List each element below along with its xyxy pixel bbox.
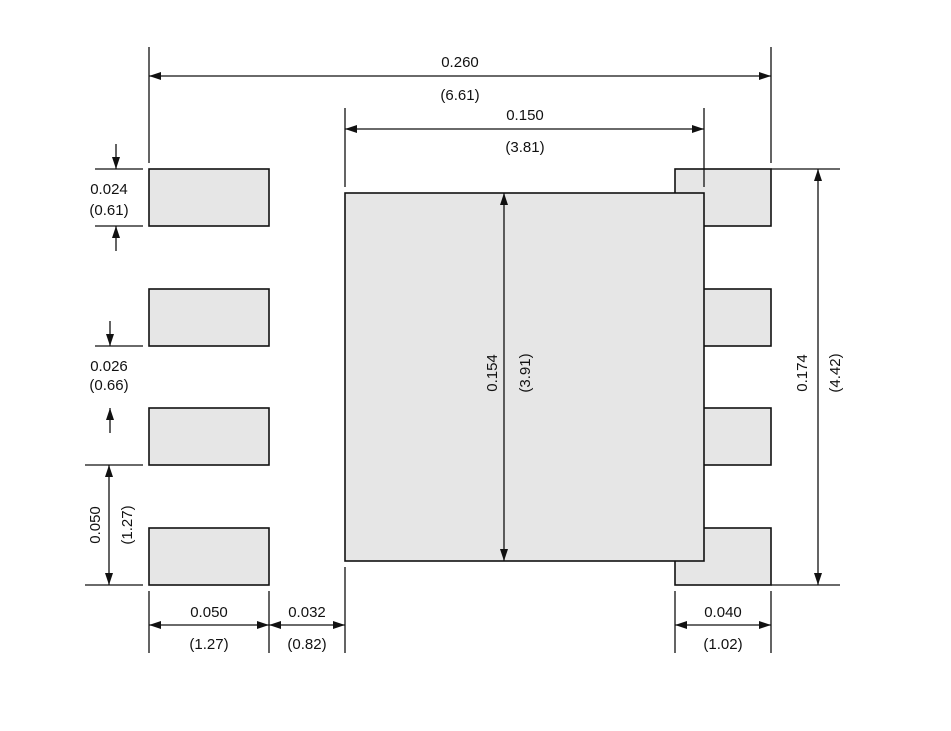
dim-thermal-pad-height-mm: (3.91) xyxy=(517,353,534,392)
dim-overall-height-mm: (4.42) xyxy=(827,353,844,392)
dim-pad-height: 0.024 (0.61) xyxy=(89,144,129,251)
dim-pitch-mm: (1.27) xyxy=(119,505,136,544)
pad-left-4 xyxy=(148,527,270,586)
dim-pad-length-right-mm: (1.02) xyxy=(703,636,742,653)
dim-pad-gap-in: 0.026 xyxy=(90,358,128,375)
pad-left-1 xyxy=(148,168,270,227)
dim-pad-to-thermal-gap-mm: (0.82) xyxy=(287,636,326,653)
dim-thermal-pad-width-in: 0.150 xyxy=(506,107,544,124)
dim-pad-gap-mm: (0.66) xyxy=(89,377,128,394)
dim-thermal-pad-height: 0.154 (3.91) xyxy=(484,193,534,561)
dim-overall-width-mm: (6.61) xyxy=(440,87,479,104)
dim-thermal-pad-width: 0.150 (3.81) xyxy=(345,107,704,156)
dim-overall-width-in: 0.260 xyxy=(441,54,479,71)
dim-pad-height-mm: (0.61) xyxy=(89,202,128,219)
dim-thermal-pad-height-in: 0.154 xyxy=(484,354,501,392)
left-pads xyxy=(148,168,270,586)
dim-pitch-in: 0.050 xyxy=(87,506,104,544)
dim-pad-length-left-mm: (1.27) xyxy=(189,636,228,653)
dim-pitch: 0.050 (1.27) xyxy=(87,465,136,585)
dim-pad-length-left-in: 0.050 xyxy=(190,604,228,621)
dim-overall-height-in: 0.174 xyxy=(794,354,811,392)
pad-left-3 xyxy=(148,407,270,466)
dim-pad-to-thermal-gap: 0.032 (0.82) xyxy=(269,604,345,653)
thermal-pad xyxy=(344,192,705,562)
dim-pad-gap: 0.026 (0.66) xyxy=(89,321,129,433)
dim-overall-height: 0.174 (4.42) xyxy=(794,169,844,585)
dim-thermal-pad-width-mm: (3.81) xyxy=(505,139,544,156)
dim-pad-length-left: 0.050 (1.27) xyxy=(149,604,269,653)
dim-pad-to-thermal-gap-in: 0.032 xyxy=(288,604,326,621)
dim-overall-width: 0.260 (6.61) xyxy=(149,54,771,104)
pad-left-2 xyxy=(148,288,270,347)
extension-lines xyxy=(85,47,840,653)
dim-pad-height-in: 0.024 xyxy=(90,181,128,198)
dim-pad-length-right: 0.040 (1.02) xyxy=(675,604,771,653)
dim-pad-length-right-in: 0.040 xyxy=(704,604,742,621)
